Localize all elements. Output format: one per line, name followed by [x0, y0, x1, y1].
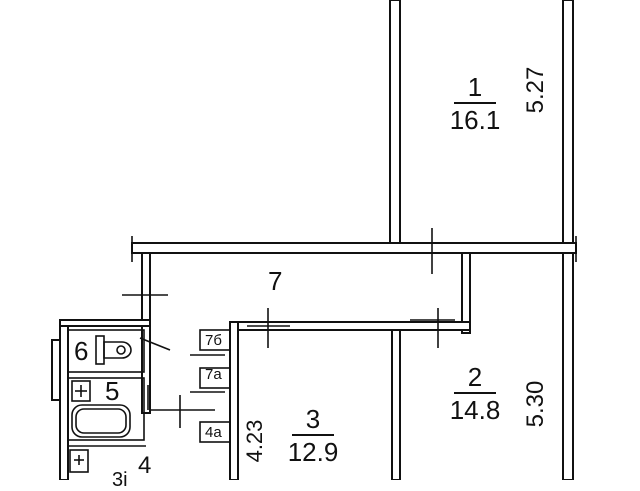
- room-1-left-wall: [389, 0, 401, 247]
- closet-7b-label: 7б: [205, 332, 222, 349]
- closet-4a-label: 4а: [205, 424, 222, 441]
- bathtub-icon: [71, 404, 131, 438]
- room-7-number: 7: [268, 266, 283, 296]
- fraction-bar: [292, 434, 334, 436]
- room-4-partial-text: 3і: [112, 469, 128, 491]
- room-number: 1: [467, 72, 483, 102]
- room-2-label: 2 14.8: [440, 362, 510, 426]
- bath-top-wall: [59, 319, 151, 327]
- closet-7a: [199, 367, 231, 389]
- room-6-number: 6: [74, 336, 89, 366]
- room-area: 12.9: [287, 437, 339, 467]
- corridor-left-wall: [141, 252, 151, 414]
- main-horizontal-wall: [131, 242, 577, 254]
- room-5-number: 5: [105, 376, 120, 406]
- room-area: 14.8: [449, 395, 501, 425]
- room-area: 16.1: [449, 105, 501, 135]
- room-1-right-wall: [562, 0, 574, 247]
- room-2-3-partition: [391, 329, 401, 480]
- room-4-number: 4: [138, 452, 152, 479]
- bath-room: [67, 377, 145, 441]
- room-4-marks: [69, 449, 89, 473]
- corridor-right-wall: [461, 252, 471, 334]
- fraction-bar: [454, 392, 496, 394]
- toilet-room: [67, 329, 145, 373]
- room-1-label: 1 16.1: [440, 72, 510, 136]
- dimension-room-1: 5.27: [522, 66, 549, 114]
- closet-7a-label: 7а: [205, 366, 222, 383]
- floor-plan: [51, 0, 577, 480]
- toilet-icon: [95, 335, 132, 365]
- bath-left-wall: [59, 325, 69, 480]
- sink-icon: [71, 380, 91, 402]
- dimension-room-2: 5.30: [522, 380, 549, 428]
- closet-4a: [199, 421, 231, 443]
- room-number: 3: [305, 404, 321, 434]
- fraction-bar: [454, 102, 496, 104]
- room-2-right-wall: [562, 252, 574, 480]
- room-3-left-wall: [229, 321, 239, 480]
- dimension-room-3: 4.23: [242, 419, 267, 463]
- closet-7b: [199, 329, 231, 351]
- door-mark: [139, 337, 171, 351]
- room-number: 2: [467, 362, 483, 392]
- room-3-label: 3 12.9: [278, 404, 348, 468]
- bath-outer-wall: [51, 339, 61, 401]
